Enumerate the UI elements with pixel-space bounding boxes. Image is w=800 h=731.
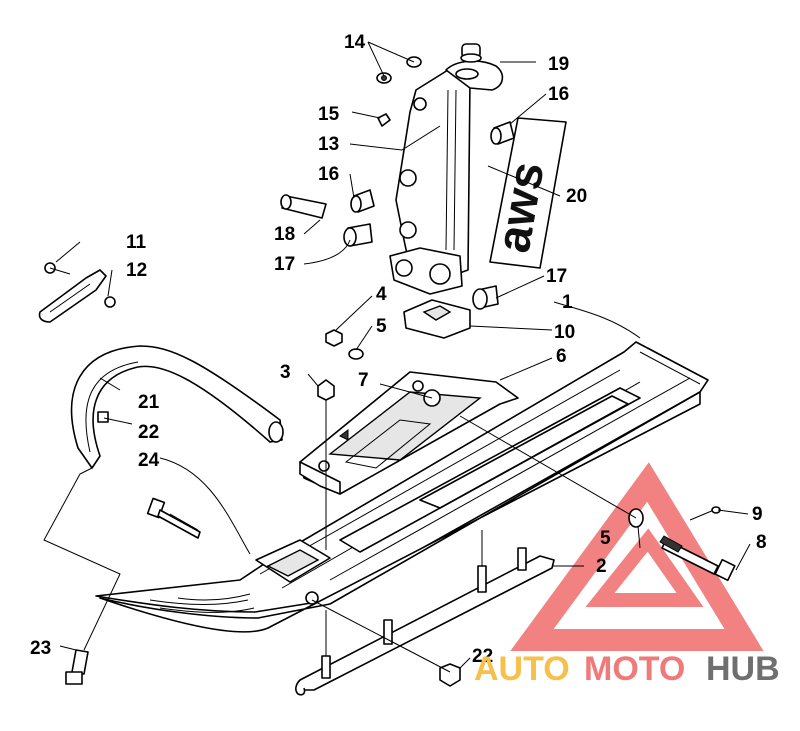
washers-14 <box>376 56 422 84</box>
cotter-pin-9 <box>689 506 721 521</box>
callout-13: 13 <box>318 134 339 155</box>
leader-lines <box>43 41 751 673</box>
bushing-17-left <box>343 223 373 247</box>
callout-6: 6 <box>556 346 567 367</box>
ski-bracket <box>38 262 116 323</box>
callout-5-lower: 5 <box>600 528 611 549</box>
nut-3 <box>317 379 335 550</box>
watermark-inner-triangle <box>585 528 704 607</box>
callout-16-upper: 16 <box>548 84 569 105</box>
callout-22-upper: 22 <box>138 422 159 443</box>
callout-4: 4 <box>376 284 387 305</box>
callout-11: 11 <box>126 232 147 253</box>
bushing-16-lower <box>350 189 375 213</box>
callout-21: 21 <box>138 392 160 413</box>
callout-24: 24 <box>138 450 160 471</box>
nut-22-lower <box>439 663 461 687</box>
callout-19: 19 <box>548 54 569 75</box>
callout-14: 14 <box>344 32 366 53</box>
callout-12: 12 <box>126 260 147 281</box>
bolt-24 <box>146 497 201 539</box>
callout-16-lower: 16 <box>318 164 339 185</box>
grease-fitting <box>377 113 391 127</box>
damper-block <box>403 299 471 339</box>
wear-bar-studs <box>321 547 527 679</box>
ski-spindle <box>389 60 504 295</box>
callout-2: 2 <box>596 556 607 577</box>
callout-labels: 14 19 16 15 13 16 20 18 17 11 12 17 4 1 … <box>30 32 767 667</box>
ski-saddle <box>299 371 519 495</box>
aws-decal: aws <box>487 117 567 269</box>
callout-22-lower: 22 <box>472 646 493 667</box>
callout-23: 23 <box>30 638 51 659</box>
nut-4 <box>325 329 343 347</box>
spindle-cap <box>455 43 482 80</box>
watermark-auto: AUTO <box>474 650 570 688</box>
watermark-wordmark: AUTO MOTO HUB <box>474 650 780 688</box>
shaft-18 <box>280 194 327 219</box>
washer-5-upper <box>348 348 364 360</box>
watermark-moto: MOTO <box>584 650 685 688</box>
callout-7: 7 <box>358 370 369 391</box>
callout-17-left: 17 <box>274 254 295 275</box>
callout-10: 10 <box>554 322 575 343</box>
callout-5-upper: 5 <box>376 316 387 337</box>
callout-20: 20 <box>566 186 587 207</box>
nut-22-upper <box>97 411 109 423</box>
callout-1: 1 <box>562 292 573 313</box>
callout-17-right: 17 <box>546 266 567 287</box>
callout-9: 9 <box>752 504 763 525</box>
watermark-logo <box>510 462 764 651</box>
ski-loop <box>70 345 284 469</box>
callout-18: 18 <box>274 224 295 245</box>
callout-8: 8 <box>756 532 767 553</box>
bushing-16-upper <box>490 121 515 145</box>
callout-15: 15 <box>318 104 340 125</box>
bolt-23 <box>65 649 89 685</box>
callout-3: 3 <box>280 362 291 383</box>
watermark-hub: HUB <box>706 650 780 688</box>
bushing-17-right <box>472 285 499 310</box>
bolt-8 <box>659 535 736 582</box>
